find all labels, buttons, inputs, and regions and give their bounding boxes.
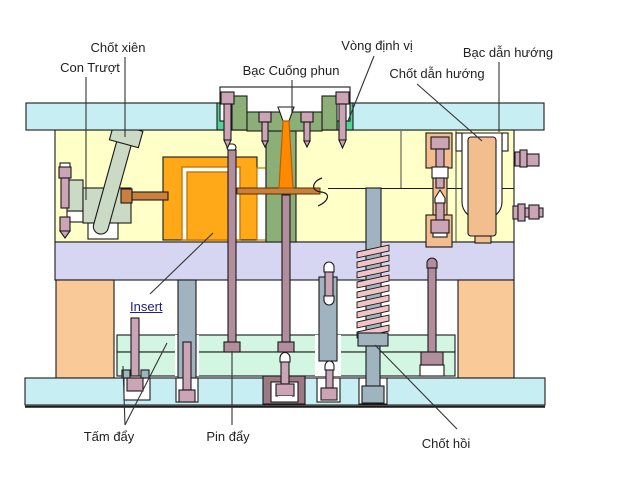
sprue xyxy=(278,120,294,189)
leader-tam-day-2 xyxy=(124,342,168,426)
slider-screw-head xyxy=(58,166,72,179)
ejector-pins xyxy=(223,143,295,353)
leader-tam-day-1 xyxy=(122,365,126,426)
guide-bushing-left-wall xyxy=(455,132,463,152)
guide-bushing-right-wall xyxy=(501,132,509,152)
sprue-puller-block xyxy=(262,352,306,405)
water-fitting-lower xyxy=(512,203,544,222)
label-vong-dinh-vi: Vòng định vị xyxy=(341,38,413,53)
label-tam-day: Tấm đẩy xyxy=(83,429,135,444)
locating-ring-assembly xyxy=(216,86,354,189)
label-chot-dan-huong: Chốt dẫn hướng xyxy=(389,66,485,81)
insert-block xyxy=(186,171,236,241)
cavity-block xyxy=(162,156,267,241)
label-con-truot: Con Trượt xyxy=(60,60,120,75)
slider-assembly xyxy=(58,122,169,240)
ejector-pin-1 xyxy=(227,149,237,344)
spacer-block-left xyxy=(55,279,115,379)
guide-pin xyxy=(467,136,497,237)
leader-vong-dinh-vi xyxy=(347,55,375,122)
return-spring xyxy=(356,244,390,339)
return-pin-foot xyxy=(357,332,389,347)
ejector-plate-screw-left xyxy=(121,317,151,401)
label-chot-xien: Chốt xiên xyxy=(90,40,146,55)
leader-lines xyxy=(85,55,500,430)
pillar-screw-head xyxy=(178,389,196,403)
break-symbol xyxy=(313,177,328,207)
leader-insert xyxy=(149,232,214,295)
label-chot-hoi: Chốt hồi xyxy=(421,436,471,451)
spacer-block-right xyxy=(457,279,515,379)
leader-chot-hoi xyxy=(374,344,458,430)
leader-chot-dan-huong xyxy=(416,83,483,142)
slider-rod xyxy=(131,191,169,201)
water-fitting-upper xyxy=(514,149,540,168)
stop-pin xyxy=(419,257,445,377)
slider-rod-plug xyxy=(120,188,133,204)
support-bolt-stack xyxy=(425,132,453,248)
ejector-pin-2 xyxy=(281,194,291,344)
label-bac-dan-huong: Bạc dẫn hướng xyxy=(462,45,554,60)
return-pin-assembly xyxy=(356,187,390,405)
slider-stop-pin xyxy=(59,216,71,232)
label-insert-link[interactable]: Insert xyxy=(130,299,163,314)
label-pin-day: Pin đẩy xyxy=(206,429,250,444)
guide-system xyxy=(400,131,544,248)
label-bac-cuong-phun: Bạc Cuống phun xyxy=(242,63,340,78)
runner-channel xyxy=(236,187,321,195)
ejector-system xyxy=(121,143,445,405)
